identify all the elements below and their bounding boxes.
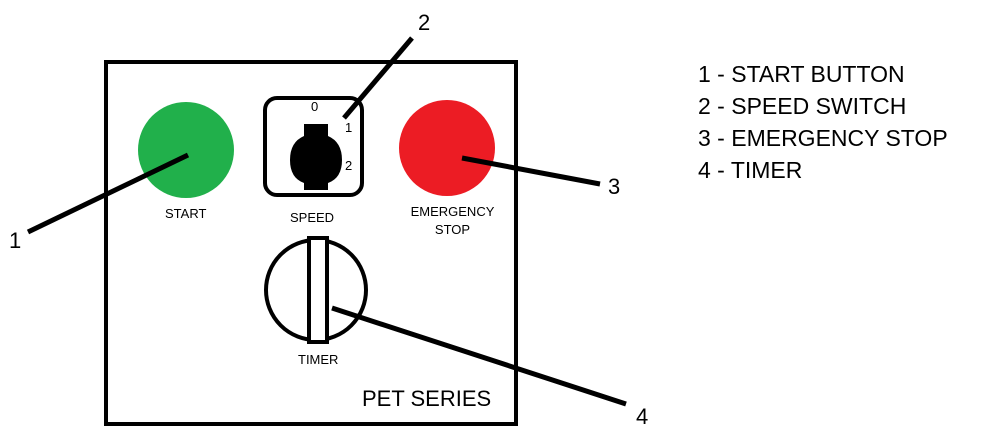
- legend-item-speed-switch: 2 - SPEED SWITCH: [698, 93, 907, 119]
- leader-line-2: [342, 36, 414, 120]
- emergency-stop-label-line2: STOP: [434, 222, 471, 237]
- leader-line-4: [331, 305, 627, 407]
- emergency-stop-label-line1: EMERGENCY: [410, 204, 495, 219]
- speed-switch[interactable]: [263, 96, 364, 197]
- timer-dial-pointer: [307, 236, 329, 344]
- leader-line-1: [26, 152, 190, 235]
- legend-item-timer: 4 - TIMER: [698, 157, 803, 183]
- switch-position-0: 0: [311, 99, 319, 114]
- switch-position-1: 1: [345, 120, 353, 135]
- timer-label: TIMER: [298, 352, 339, 367]
- callout-3: 3: [608, 174, 621, 199]
- callout-2: 2: [418, 10, 431, 35]
- start-button[interactable]: [138, 102, 234, 198]
- switch-position-2: 2: [345, 158, 353, 173]
- timer-dial[interactable]: [264, 236, 368, 344]
- start-label: START: [165, 206, 207, 221]
- leader-line-3: [461, 155, 601, 187]
- emergency-stop-label: EMERGENCY STOP: [395, 203, 510, 239]
- speed-switch-knob: [290, 124, 342, 190]
- callout-4: 4: [636, 404, 649, 429]
- legend-item-start-button: 1 - START BUTTON: [698, 61, 905, 87]
- emergency-stop-button[interactable]: [399, 100, 495, 196]
- brand-label: PET SERIES: [362, 386, 492, 411]
- legend: 1 - START BUTTON 2 - SPEED SWITCH 3 - EM…: [698, 58, 948, 186]
- callout-1: 1: [9, 228, 22, 253]
- speed-label: SPEED: [290, 210, 335, 225]
- legend-item-emergency-stop: 3 - EMERGENCY STOP: [698, 125, 948, 151]
